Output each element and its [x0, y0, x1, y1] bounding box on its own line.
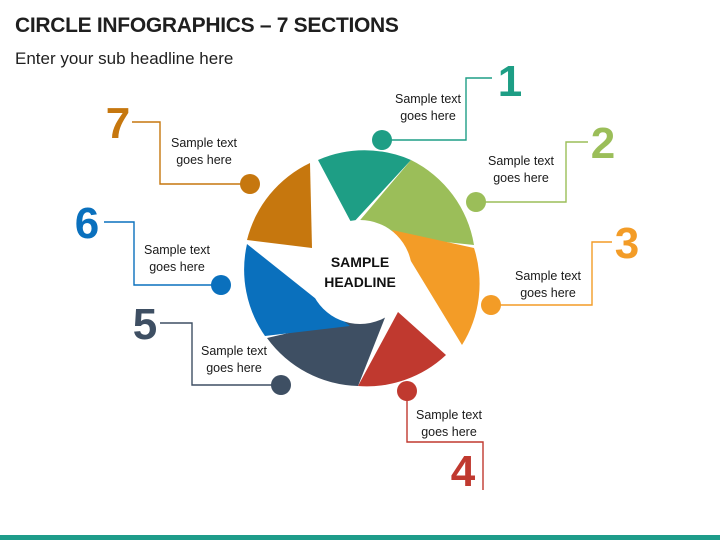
text-6-line2: goes here	[149, 260, 205, 274]
dot-7[interactable]	[240, 174, 260, 194]
dot-5[interactable]	[271, 375, 291, 395]
text-4-line1: Sample text	[416, 408, 483, 422]
segment-4[interactable]	[358, 312, 446, 387]
number-7: 7	[106, 99, 130, 148]
number-2: 2	[591, 119, 615, 168]
text-1-line2: goes here	[400, 109, 456, 123]
number-1: 1	[498, 57, 522, 106]
segment-6[interactable]	[244, 244, 350, 336]
number-6: 6	[75, 199, 99, 248]
text-7-line1: Sample text	[171, 136, 238, 150]
dot-2[interactable]	[466, 192, 486, 212]
text-2-line2: goes here	[493, 171, 549, 185]
text-7-line2: goes here	[176, 153, 232, 167]
segment-7[interactable]	[247, 163, 312, 248]
dot-1[interactable]	[372, 130, 392, 150]
connector-7	[132, 121, 250, 185]
text-3-line1: Sample text	[515, 269, 582, 283]
dot-4[interactable]	[397, 381, 417, 401]
text-4-line2: goes here	[421, 425, 477, 439]
dot-3[interactable]	[481, 295, 501, 315]
segment-1[interactable]	[318, 150, 411, 224]
connector-5	[160, 322, 281, 386]
number-5: 5	[133, 300, 157, 349]
connector-3	[491, 241, 612, 306]
text-5-line1: Sample text	[201, 344, 268, 358]
center-headline-line2: HEADLINE	[324, 274, 396, 290]
bottom-accent-bar	[0, 535, 720, 540]
page-subtitle: Enter your sub headline here	[15, 49, 234, 68]
dots	[211, 130, 501, 401]
connector-2	[476, 141, 588, 203]
connector-1	[382, 77, 492, 141]
text-5-line2: goes here	[206, 361, 262, 375]
connector-4	[406, 391, 484, 490]
section-numbers: 1 2 3 4 5 6 7	[75, 57, 639, 496]
text-1-line1: Sample text	[395, 92, 462, 106]
text-3-line2: goes here	[520, 286, 576, 300]
center-circle	[308, 220, 412, 324]
connectors	[104, 77, 612, 490]
segment-3[interactable]	[392, 230, 480, 345]
dot-6[interactable]	[211, 275, 231, 295]
number-3: 3	[615, 219, 639, 268]
number-4: 4	[451, 447, 476, 496]
connector-6	[104, 221, 221, 286]
segment-5[interactable]	[267, 310, 388, 386]
page-title: CIRCLE INFOGRAPHICS – 7 SECTIONS	[15, 14, 399, 37]
section-texts: Sample text goes here Sample text goes h…	[144, 92, 582, 439]
center-headline-line1: SAMPLE	[331, 254, 389, 270]
text-2-line1: Sample text	[488, 154, 555, 168]
text-6-line1: Sample text	[144, 243, 211, 257]
segment-2[interactable]	[350, 160, 474, 245]
wheel	[244, 150, 480, 387]
